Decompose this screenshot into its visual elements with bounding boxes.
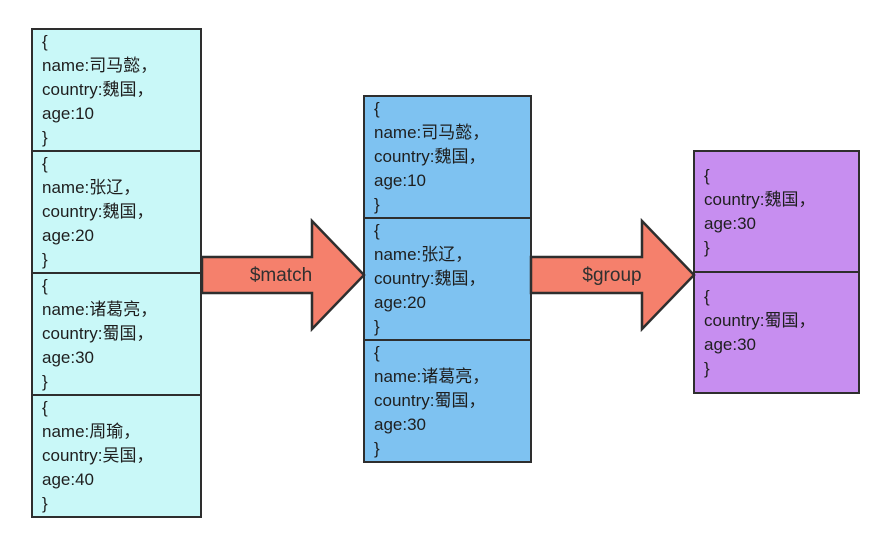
doc-line: { bbox=[42, 398, 48, 417]
doc-line: age:30 bbox=[704, 213, 756, 233]
document-card: { name:诸葛亮， country:蜀国， age:30 } bbox=[363, 339, 532, 463]
doc-line: { bbox=[374, 99, 380, 118]
group-result-column: { country:魏国， age:30 } { country:蜀国， age… bbox=[693, 150, 860, 394]
doc-line: name:司马懿， bbox=[374, 123, 490, 142]
doc-line: { bbox=[42, 154, 48, 173]
doc-line: country:魏国， bbox=[374, 147, 486, 166]
doc-line: name:周瑜， bbox=[42, 422, 141, 441]
doc-line: country:蜀国， bbox=[374, 391, 486, 410]
doc-line: country:魏国， bbox=[374, 269, 486, 288]
document-card: { name:张辽， country:魏国， age:20 } bbox=[31, 150, 202, 274]
doc-line: } bbox=[374, 317, 380, 336]
document-card: { name:周瑜， country:吴国， age:40 } bbox=[31, 394, 202, 518]
doc-line: } bbox=[374, 195, 380, 214]
document-card: { name:诸葛亮， country:蜀国， age:30 } bbox=[31, 272, 202, 396]
doc-line: } bbox=[42, 372, 48, 391]
doc-line: { bbox=[42, 276, 48, 295]
document-card: { country:魏国， age:30 } bbox=[693, 150, 860, 273]
doc-line: country:吴国， bbox=[42, 446, 154, 465]
doc-line: age:10 bbox=[42, 104, 94, 123]
doc-line: } bbox=[374, 439, 380, 458]
doc-line: name:张辽， bbox=[42, 178, 141, 197]
doc-line: } bbox=[42, 250, 48, 269]
document-card: { name:司马懿， country:魏国， age:10 } bbox=[363, 95, 532, 219]
doc-line: } bbox=[704, 358, 710, 378]
doc-line: country:魏国， bbox=[42, 202, 154, 221]
doc-line: name:诸葛亮， bbox=[374, 367, 490, 386]
match-arrow-label: $match bbox=[249, 265, 313, 286]
doc-line: } bbox=[704, 237, 710, 257]
doc-line: age:20 bbox=[374, 293, 426, 312]
doc-line: { bbox=[374, 343, 380, 362]
doc-line: age:30 bbox=[374, 415, 426, 434]
doc-line: } bbox=[42, 494, 48, 513]
match-result-column: { name:司马懿， country:魏国， age:10 } { name:… bbox=[363, 95, 532, 463]
document-card: { name:司马懿， country:魏国， age:10 } bbox=[31, 28, 202, 152]
doc-line: country:魏国， bbox=[704, 189, 816, 209]
doc-line: age:30 bbox=[42, 348, 94, 367]
doc-line: name:诸葛亮， bbox=[42, 300, 158, 319]
doc-line: country:蜀国， bbox=[704, 310, 816, 330]
doc-line: { bbox=[704, 286, 710, 306]
input-collection-column: { name:司马懿， country:魏国， age:10 } { name:… bbox=[31, 28, 202, 518]
doc-line: { bbox=[374, 221, 380, 240]
doc-line: { bbox=[42, 32, 48, 51]
doc-line: name:司马懿， bbox=[42, 56, 158, 75]
document-card: { country:蜀国， age:30 } bbox=[693, 271, 860, 394]
doc-line: age:40 bbox=[42, 470, 94, 489]
doc-line: name:张辽， bbox=[374, 245, 473, 264]
doc-line: country:蜀国， bbox=[42, 324, 154, 343]
doc-line: age:20 bbox=[42, 226, 94, 245]
doc-line: age:10 bbox=[374, 171, 426, 190]
group-arrow-label: $group bbox=[582, 265, 642, 286]
doc-line: country:魏国， bbox=[42, 80, 154, 99]
doc-line: } bbox=[42, 128, 48, 147]
document-card: { name:张辽， country:魏国， age:20 } bbox=[363, 217, 532, 341]
doc-line: age:30 bbox=[704, 334, 756, 354]
doc-line: { bbox=[704, 165, 710, 185]
